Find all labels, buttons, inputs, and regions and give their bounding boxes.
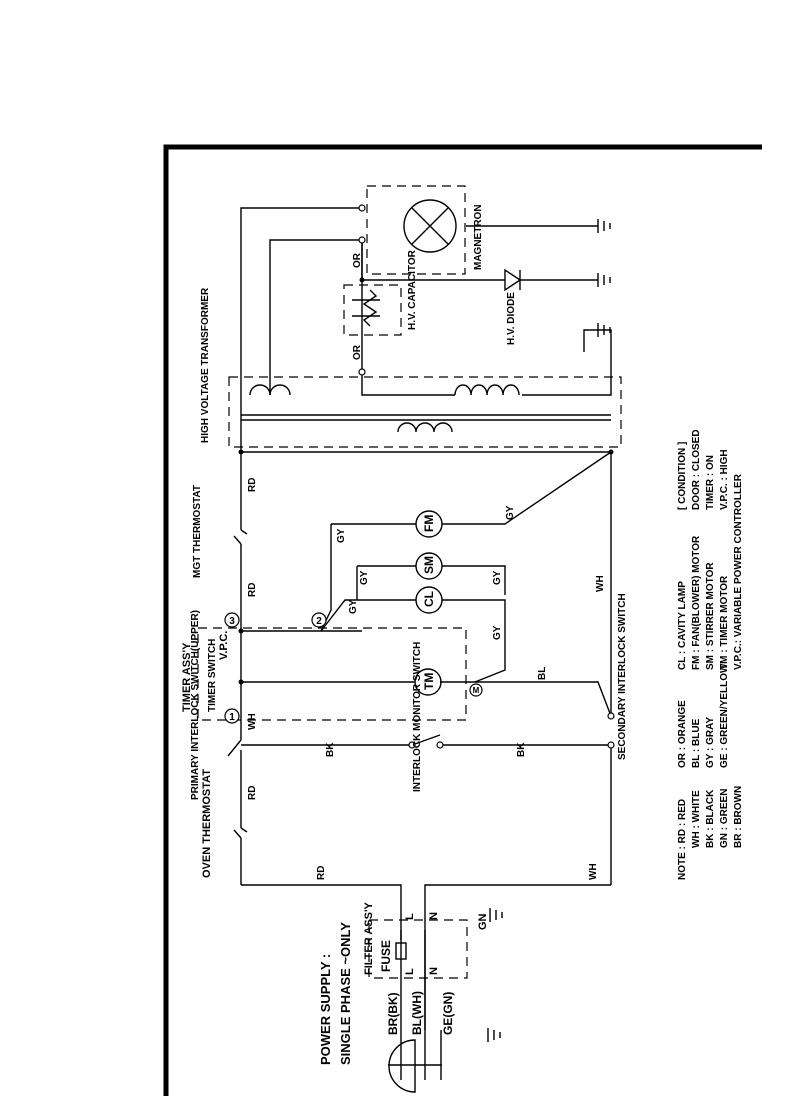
wire-rd-4: RD <box>247 478 258 492</box>
plug-symbol <box>388 1039 442 1093</box>
terminal-2: 2 <box>316 616 322 627</box>
dashed-enclosures <box>197 185 622 979</box>
note-col1-2: BK : BLACK <box>705 789 716 848</box>
note-col3-2: SM : STIRRER MOTOR <box>705 562 716 670</box>
note-col4-0: [ CONDITION ] <box>677 442 688 510</box>
filter-n-bot: N <box>428 967 440 975</box>
mgt-thermostat-switch <box>233 529 248 545</box>
terminal-m: M <box>473 686 480 695</box>
supply-ge: GE(GN) <box>441 992 455 1035</box>
note-col1-1: WH : WHITE <box>691 790 702 848</box>
oven-thermostat-switch <box>233 827 248 839</box>
note-col2-1: BL : BLUE <box>691 718 702 768</box>
filter-l-bot: L <box>404 968 416 975</box>
transformer-coil-right <box>454 384 520 396</box>
supply-line2: SINGLE PHASE ~ONLY <box>338 922 353 1065</box>
primary-interlock-switch <box>227 739 242 757</box>
wire-gy-5: GY <box>492 570 503 585</box>
wire-wh-1: WH <box>247 713 258 730</box>
hv-capacitor-label: H.V. CAPACITOR <box>407 249 418 330</box>
hv-transformer-label: HIGH VOLTAGE TRANSFORMER <box>200 287 211 443</box>
timer-assy-label: TIMER ASS'Y <box>181 642 193 712</box>
stirrer-motor-symbol <box>415 552 443 580</box>
sm-label: SM <box>422 556 436 574</box>
wire-rd-1: RD <box>316 866 327 880</box>
fuse-symbol <box>395 942 407 960</box>
filter-title: FILTER ASS'Y <box>363 901 375 975</box>
terminal-3: 3 <box>229 616 235 627</box>
terminal-badges: 1 2 3 M <box>224 612 483 724</box>
rotated-labels: POWER SUPPLY : SINGLE PHASE ~ONLY BR(BK)… <box>181 204 744 1065</box>
filter-gn: GN <box>477 913 489 930</box>
note-col3-1: FM : FAN(BLOWER) MOTOR <box>691 535 702 670</box>
supply-line1: POWER SUPPLY : <box>318 954 333 1065</box>
note-col2-0: OR : ORANGE <box>677 700 688 768</box>
magnetron-symbol <box>403 199 457 253</box>
note-col3-4: V.P.C.: VARIABLE POWER CONTROLLER <box>733 473 744 670</box>
wire-rd-2: RD <box>247 786 258 800</box>
wire-or-2: OR <box>352 344 363 360</box>
vpc-label: V.P.C. <box>218 631 230 660</box>
note-col2-3: GE : GREEN/YELLOW <box>719 663 730 768</box>
hv-capacitor-symbol <box>352 289 380 327</box>
note-col2-2: GY : GRAY <box>705 717 716 768</box>
note-col3-3: TM : TIMER MOTOR <box>719 575 730 670</box>
supply-br: BR(BK) <box>386 992 400 1035</box>
component-symbols <box>227 199 611 1093</box>
transformer-coil-left <box>249 384 291 396</box>
note-col4-2: TIMER : ON <box>705 455 716 510</box>
supply-bl: BL(WH) <box>410 991 424 1035</box>
wire-wh-3: WH <box>595 575 606 592</box>
hv-diode-symbol <box>504 268 522 292</box>
fm-label: FM <box>422 515 436 532</box>
mgt-thermostat-label: MGT THERMOSTAT <box>192 485 203 578</box>
wire-gy-6: GY <box>492 625 503 640</box>
terminal-1: 1 <box>229 712 235 723</box>
note-col4-1: DOOR : CLOSED <box>691 429 702 510</box>
magnetron-label: MAGNETRON <box>473 204 484 270</box>
note-col1-0: NOTE : RD : RED <box>677 799 688 880</box>
timer-switch-label: TIMER SWITCH <box>207 639 218 712</box>
wire-gy-3: GY <box>348 599 359 614</box>
note-col4-3: V.P.C. : HIGH <box>719 449 730 510</box>
primary-interlock-label: PRIMARY INTERLOCK SWITCH(UPPER) <box>190 610 201 800</box>
ground-symbols <box>487 219 611 1042</box>
diagram-frame <box>163 144 762 1096</box>
interlock-monitor-label: INTERLOCK MONITOR SWITCH <box>412 642 423 792</box>
cavity-lamp-symbol <box>415 586 443 614</box>
wire-rd-3: RD <box>247 583 258 597</box>
interlock-monitor-switch <box>411 734 441 746</box>
wire-or-1: OR <box>352 252 363 268</box>
wire-gy-1: GY <box>336 528 347 543</box>
fan-motor-symbol <box>415 510 443 538</box>
secondary-interlock-label: SECONDARY INTERLOCK SWITCH <box>617 593 628 760</box>
wire-gy-2: GY <box>359 570 370 585</box>
junction-dots <box>238 204 615 749</box>
note-col1-3: GN : GREEN <box>719 789 730 848</box>
hv-diode-label: H.V. DIODE <box>506 292 517 345</box>
tm-label: TM <box>422 673 436 690</box>
oven-thermostat-label: OVEN THERMOSTAT <box>201 769 213 878</box>
filter-n-top: N <box>428 912 440 920</box>
transformer-coil-primary <box>397 422 453 433</box>
note-col1-4: BR : BROWN <box>733 786 744 848</box>
fuse-label: FUSE <box>379 940 393 972</box>
wire-bk-1: BK <box>325 742 336 757</box>
wire-gy-4: GY <box>505 505 516 520</box>
wire-bk-2: BK <box>516 742 527 757</box>
note-col3-0: CL : CAVITY LAMP <box>677 581 688 670</box>
timer-motor-symbol <box>414 668 442 696</box>
wire-wh-2: WH <box>588 863 599 880</box>
filter-l-top: L <box>404 913 416 920</box>
circuit-wiring <box>240 207 612 1080</box>
cl-label: CL <box>422 591 436 607</box>
wire-bl-1: BL <box>537 667 548 680</box>
